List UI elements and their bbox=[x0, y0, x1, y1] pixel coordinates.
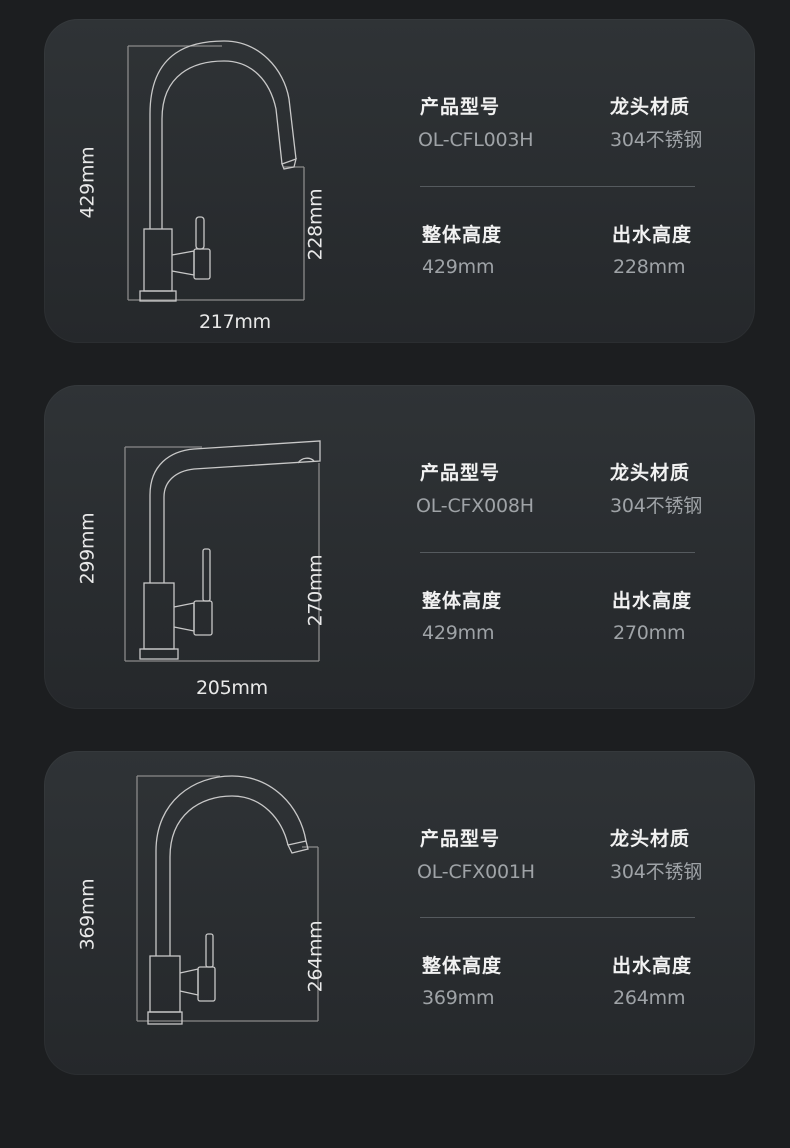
material-label: 龙头材质 bbox=[610, 828, 691, 850]
overall-height-value: 429mm bbox=[422, 256, 495, 278]
width-dimension: 205mm bbox=[196, 677, 268, 699]
width-dimension: 217mm bbox=[199, 311, 271, 333]
model-label: 产品型号 bbox=[420, 462, 501, 484]
product-card-1: 429mm 228mm 217mm 产品型号 OL-CFL003H 龙头材质 3… bbox=[44, 19, 755, 343]
model-value: OL-CFX008H bbox=[416, 495, 534, 517]
model-label: 产品型号 bbox=[420, 828, 501, 850]
outlet-height-label: 出水高度 bbox=[612, 224, 693, 246]
outlet-height-dimension: 264mm bbox=[303, 920, 326, 992]
model-value: OL-CFX001H bbox=[417, 861, 535, 883]
material-value: 304不锈钢 bbox=[610, 129, 703, 151]
faucet-dimension-drawing bbox=[124, 440, 321, 662]
outlet-height-label: 出水高度 bbox=[612, 955, 693, 977]
overall-height-dimension: 429mm bbox=[75, 146, 98, 218]
overall-height-dimension: 369mm bbox=[75, 878, 98, 950]
material-value: 304不锈钢 bbox=[610, 861, 703, 883]
overall-height-label: 整体高度 bbox=[422, 224, 503, 246]
overall-height-label: 整体高度 bbox=[422, 955, 503, 977]
material-label: 龙头材质 bbox=[610, 96, 691, 118]
overall-height-value: 369mm bbox=[422, 987, 495, 1009]
outlet-height-dimension: 228mm bbox=[303, 188, 326, 260]
material-value: 304不锈钢 bbox=[610, 495, 703, 517]
product-card-2: 299mm 270mm 205mm 产品型号 OL-CFX008H 龙头材质 3… bbox=[44, 385, 755, 709]
overall-height-label: 整体高度 bbox=[422, 590, 503, 612]
overall-height-value: 429mm bbox=[422, 622, 495, 644]
outlet-height-label: 出水高度 bbox=[612, 590, 693, 612]
spec-divider bbox=[420, 186, 695, 187]
product-card-3: 369mm 264mm 产品型号 OL-CFX001H 龙头材质 304不锈钢 … bbox=[44, 751, 755, 1075]
outlet-height-value: 270mm bbox=[613, 622, 686, 644]
spec-divider bbox=[420, 917, 695, 918]
outlet-height-value: 228mm bbox=[613, 256, 686, 278]
spec-divider bbox=[420, 552, 695, 553]
outlet-height-value: 264mm bbox=[613, 987, 686, 1009]
model-label: 产品型号 bbox=[420, 96, 501, 118]
faucet-dimension-drawing bbox=[127, 40, 305, 302]
model-value: OL-CFL003H bbox=[418, 129, 534, 151]
outlet-height-dimension: 270mm bbox=[303, 554, 326, 626]
material-label: 龙头材质 bbox=[610, 462, 691, 484]
faucet-dimension-drawing bbox=[136, 775, 319, 1025]
overall-height-dimension: 299mm bbox=[75, 512, 98, 584]
